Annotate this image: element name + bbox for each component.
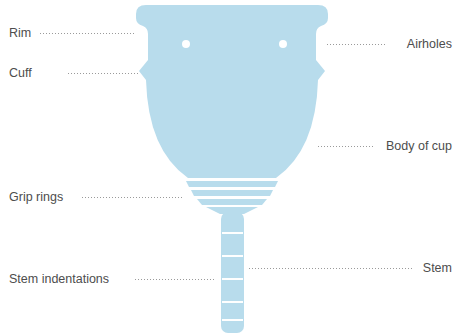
airholes [182,40,287,48]
menstrual-cup [136,5,328,333]
leader-lines [40,34,412,280]
stem [221,212,244,333]
part-label: Cuff [9,66,32,81]
grip-ring [191,190,273,196]
part-label: Airholes [407,37,452,52]
part-label: Body of cup [386,139,452,154]
grip-ring [197,199,267,205]
part-label: Rim [9,26,31,41]
part-label: Grip rings [9,190,63,205]
cup-body [136,5,328,178]
stem-indentations [222,233,243,320]
part-label: Stem indentations [9,272,109,287]
grip-ring [186,181,278,187]
part-label: Stem [423,261,452,276]
